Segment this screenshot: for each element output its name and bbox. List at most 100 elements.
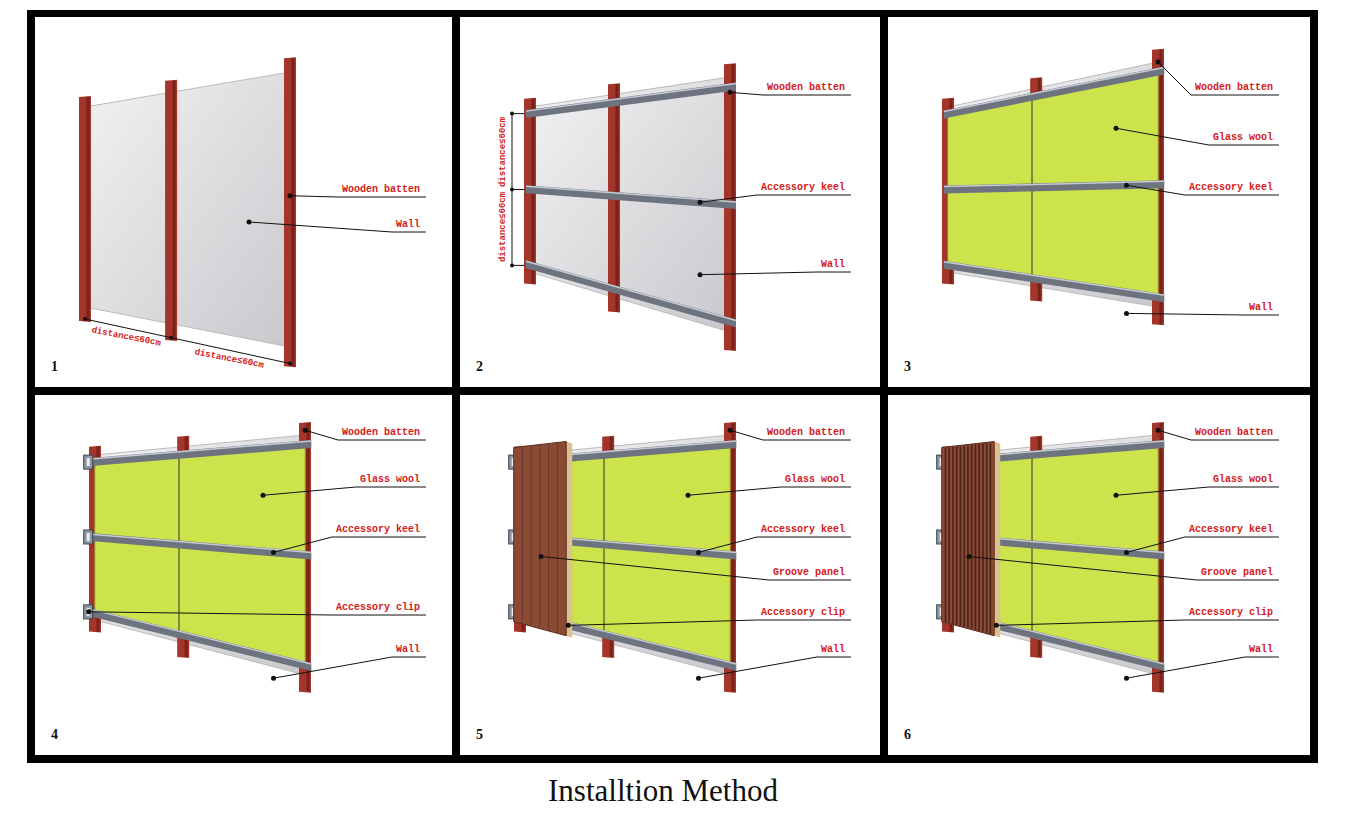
dimension-tick [512,265,524,266]
step-number: 3 [904,359,911,375]
panel-groove [963,446,965,627]
panel-groove [948,447,950,622]
clip-slot [87,458,90,466]
panel-edge [994,442,1000,638]
accessory-keel [526,185,736,209]
leader-line [1116,128,1279,145]
panel-groove [531,446,532,625]
leader-line [1127,537,1280,552]
part-label: Groove panel [1201,567,1273,579]
leader-dot [1124,183,1129,188]
panel-groove [982,444,984,632]
part-label: Accessory clip [1189,607,1273,619]
part-label: Accessory keel [761,524,845,536]
leader-dot [1124,311,1129,316]
leader-line [700,272,851,275]
leader-dot [288,193,293,198]
leader-dot [271,676,276,681]
keel-highlight [526,186,736,202]
leader-dot [698,272,703,277]
panel-groove [557,443,558,632]
leader-line [688,487,851,495]
panel-groove [967,445,969,627]
part-label: Glass wool [1213,132,1273,144]
panel-groove [548,444,549,630]
keel-highlight [944,262,1165,295]
keel-highlight [526,83,736,111]
panel-ground [888,17,1310,387]
leader-dot [728,90,733,95]
step-number: 2 [476,359,483,375]
part-label: Wall [1249,302,1273,314]
leader-dot [1124,676,1129,681]
panel-groove [539,445,540,627]
panel-ground [460,395,880,755]
leader-line [699,537,852,552]
part-label: Accessory clip [336,602,420,614]
part-label: Glass wool [1213,474,1273,486]
panel-groove [960,446,962,626]
leader-dot [566,623,571,628]
accessory-keel [91,533,311,559]
leader-dot [1156,60,1161,65]
leader-line [274,537,427,552]
keel-highlight [91,534,311,552]
panel-groove [522,447,523,623]
wooden-batten [79,96,91,322]
leader-line [1116,487,1279,495]
part-label: Groove panel [773,567,845,579]
dimension-tick [169,336,173,340]
dimension-tick [512,113,524,114]
accessory-keel [91,608,311,671]
leader-line [1127,313,1280,315]
keel-highlight [944,68,1165,112]
batten-shade [292,58,295,366]
outer-frame [27,10,1318,763]
accessory-clip [84,455,93,469]
batten-shade [87,97,90,321]
part-label: Wooden batten [767,427,845,439]
panel-groove [952,447,954,624]
leader-line [274,657,427,678]
clip-slot [87,533,90,541]
leader-line [290,196,426,197]
part-label: Wooden batten [1195,427,1273,439]
accessory-keel [91,440,311,466]
part-label: Wall [821,259,845,271]
panel-groove [971,445,973,629]
wooden-batten [284,57,296,367]
leader-line [1127,657,1280,678]
panel-groove [990,443,992,634]
panel-edge [566,442,572,638]
leader-dot [1124,550,1129,555]
part-label: Wooden batten [767,82,845,94]
accessory-keel [526,82,736,118]
keel-highlight [526,261,736,320]
step-number: 1 [51,359,58,375]
step-number: 6 [904,727,911,743]
leader-dot [303,428,308,433]
leader-line [541,557,851,581]
leader-dot [728,428,733,433]
leader-line [568,620,851,625]
part-label: Glass wool [360,474,420,486]
part-label: Wooden batten [342,427,420,439]
groove-panel [514,442,567,636]
step-number: 4 [51,727,58,743]
leader-dot [994,623,999,628]
leader-dot [1114,126,1119,131]
caption: Installtion Method [548,773,778,809]
part-label: Accessory keel [336,524,420,536]
keel-highlight [91,609,311,664]
dimension-tick [512,189,524,190]
leader-dot [271,550,276,555]
leader-dot [967,554,972,559]
accessory-clip [84,530,93,544]
leader-dot [696,550,701,555]
leader-dot [539,554,544,559]
wooden-batten [165,80,177,341]
accessory-keel [944,67,1165,119]
leader-line [969,557,1279,581]
leader-dot [86,609,91,614]
leader-line [996,620,1279,625]
